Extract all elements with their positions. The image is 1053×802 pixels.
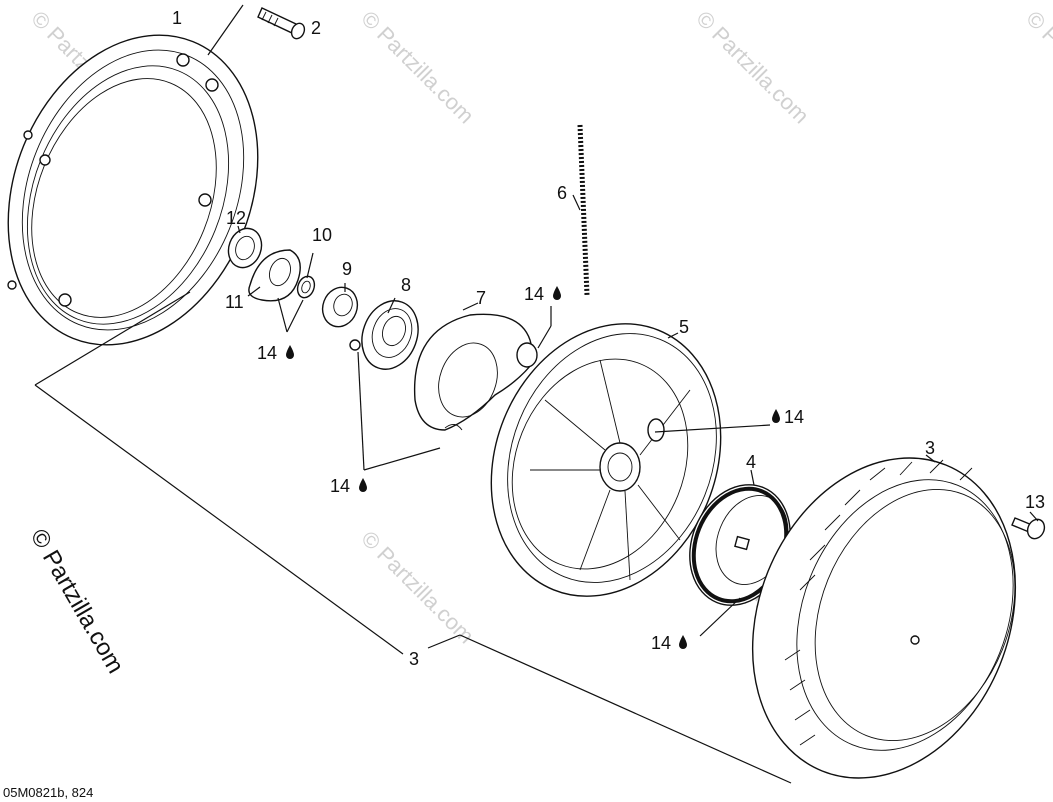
leader-lines bbox=[34, 4, 1039, 784]
callout-2: 2 bbox=[311, 18, 321, 38]
part-13-screw bbox=[1011, 517, 1046, 540]
part-5-pulley bbox=[490, 323, 722, 597]
oil-drop-icon bbox=[553, 286, 561, 300]
part-1-flange-ring bbox=[7, 34, 259, 346]
watermark-3: © Partzilla.com bbox=[691, 6, 814, 129]
oil-drop-icon bbox=[359, 478, 367, 492]
callout-11: 11 bbox=[225, 292, 244, 312]
callout-14-c: 14 bbox=[784, 407, 804, 427]
oil-drop-icon bbox=[679, 635, 687, 649]
callout-14-b: 14 bbox=[257, 343, 277, 363]
callout-14-e: 14 bbox=[651, 633, 671, 653]
oil-drop-icons bbox=[286, 286, 780, 649]
part-12-seal bbox=[227, 227, 263, 269]
callout-7: 7 bbox=[476, 288, 486, 308]
callout-12: 12 bbox=[226, 208, 246, 228]
reference-code: 05M0821b, 824 bbox=[3, 785, 93, 800]
callouts: 1 2 6 12 10 9 8 7 11 5 3 4 13 3 14 14 14… bbox=[172, 8, 1045, 669]
callout-4: 4 bbox=[746, 452, 756, 472]
callout-13: 13 bbox=[1025, 492, 1045, 512]
oil-drop-icon bbox=[286, 345, 294, 359]
watermark-2: © Partzilla.com bbox=[356, 6, 479, 129]
part-10-o-ring bbox=[296, 275, 316, 299]
callout-8: 8 bbox=[401, 275, 411, 295]
part-8-spring bbox=[349, 300, 419, 370]
part-2-bolt bbox=[257, 7, 306, 40]
part-6-starter-rope bbox=[577, 124, 590, 296]
watermark-4: © Partzilla.com bbox=[1021, 6, 1053, 129]
callout-9: 9 bbox=[342, 259, 352, 279]
part-7-cam bbox=[413, 313, 538, 431]
callout-1: 1 bbox=[172, 8, 182, 28]
callout-14-a: 14 bbox=[524, 284, 544, 304]
callout-5: 5 bbox=[679, 317, 689, 337]
callout-10: 10 bbox=[312, 225, 332, 245]
part-9-bushing bbox=[321, 286, 359, 328]
callout-6: 6 bbox=[557, 183, 567, 203]
callout-3-bottom: 3 bbox=[409, 649, 419, 669]
callout-14-d: 14 bbox=[330, 476, 350, 496]
part-3-starter-housing bbox=[751, 457, 1017, 779]
watermark-5: © Partzilla.com bbox=[356, 526, 479, 649]
part-11-bearing-plate bbox=[248, 249, 301, 302]
side-watermark: © Partzilla.com bbox=[25, 525, 129, 679]
oil-drop-icon bbox=[772, 409, 780, 423]
callout-3-top: 3 bbox=[925, 438, 935, 458]
